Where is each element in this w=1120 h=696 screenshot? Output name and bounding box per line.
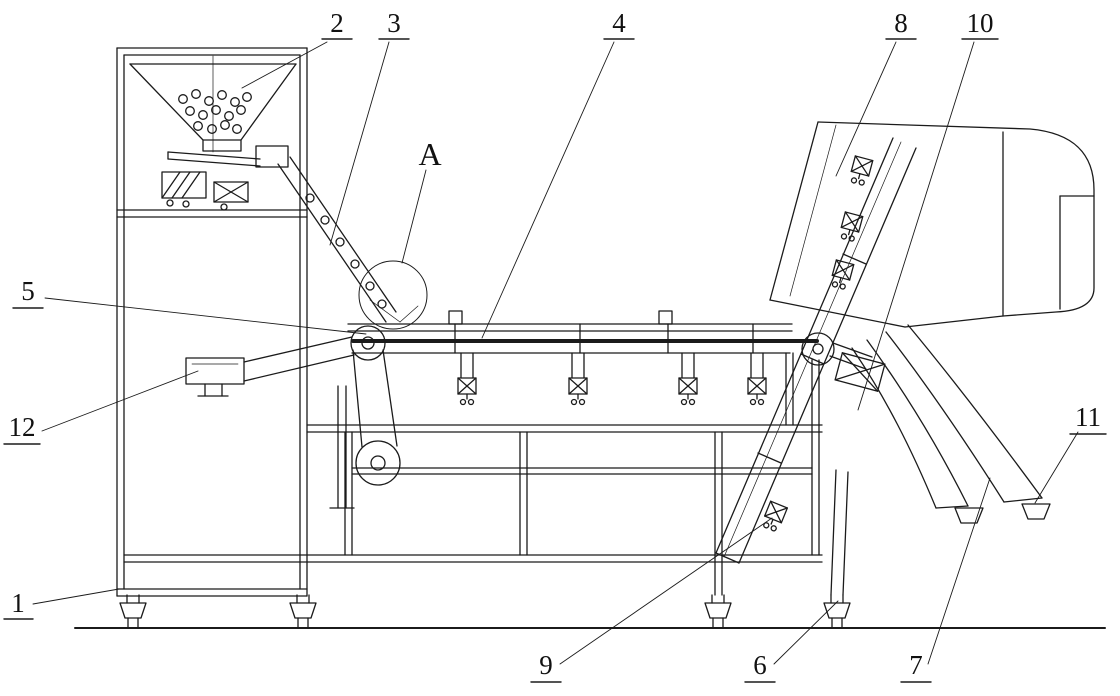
- ejector-manifold: [834, 352, 886, 392]
- bottom-valve-unit: [760, 500, 788, 534]
- feed-tower-frame: [116, 47, 317, 628]
- left-discharge-outlet: [185, 336, 355, 397]
- sorting-unit: [715, 121, 1095, 628]
- callout-1: 1: [3, 588, 120, 620]
- inclined-sorting-chute: [715, 137, 917, 564]
- callout-8: 8: [835, 8, 917, 177]
- callout-detail-a: A: [401, 136, 442, 264]
- sorter-housing: [769, 121, 1095, 328]
- part-label-2: 2: [330, 8, 344, 38]
- callout-7: 7: [900, 477, 991, 683]
- camera-module: [847, 155, 874, 187]
- conveyor-belt-assembly: [329, 310, 886, 509]
- lamp-module: [828, 259, 855, 291]
- part-label-4: 4: [612, 8, 626, 38]
- drive-pulley: [355, 440, 401, 486]
- main-machine-frame: [123, 352, 823, 628]
- part-label-5: 5: [21, 276, 35, 306]
- belt-support-unit: [747, 377, 767, 406]
- feed-hopper: [129, 55, 297, 153]
- belt-support-unit: [457, 377, 477, 406]
- detail-view-label-a: A: [418, 136, 441, 172]
- inclined-feed-chute: [277, 156, 397, 323]
- sorter-support-leg: [823, 469, 851, 628]
- part-label-12: 12: [9, 412, 36, 442]
- part-label-9: 9: [539, 650, 553, 680]
- callouts: 1 2 3 4 5 6 7: [3, 8, 1107, 683]
- callout-5: 5: [12, 276, 367, 335]
- callout-6: 6: [744, 600, 839, 683]
- tail-pulley: [801, 332, 835, 366]
- callout-4: 4: [481, 8, 635, 339]
- leveling-foot: [119, 594, 147, 628]
- part-label-1: 1: [11, 588, 25, 618]
- part-label-8: 8: [894, 8, 908, 38]
- part-label-3: 3: [387, 8, 401, 38]
- vibrating-feeder: [161, 145, 289, 211]
- callout-2: 2: [241, 8, 353, 89]
- callout-12: 12: [3, 370, 199, 445]
- callout-11: 11: [1034, 402, 1107, 504]
- callout-10: 10: [857, 8, 999, 411]
- discharge-chutes: [851, 324, 1051, 524]
- part-label-11: 11: [1075, 402, 1101, 432]
- part-label-10: 10: [967, 8, 994, 38]
- leveling-foot: [704, 594, 732, 628]
- chute-outlet-foot: [1021, 503, 1051, 520]
- part-label-6: 6: [753, 650, 767, 680]
- belt-support-unit: [678, 377, 698, 406]
- callout-9: 9: [530, 517, 773, 683]
- detail-view-circle-a: [358, 260, 428, 330]
- part-label-7: 7: [909, 650, 923, 680]
- material-granules: [178, 89, 252, 134]
- chute-outlet-foot: [954, 507, 984, 524]
- head-pulley: [350, 325, 386, 361]
- leveling-foot: [289, 594, 317, 628]
- callout-3: 3: [329, 8, 410, 246]
- belt-support-unit: [568, 377, 588, 406]
